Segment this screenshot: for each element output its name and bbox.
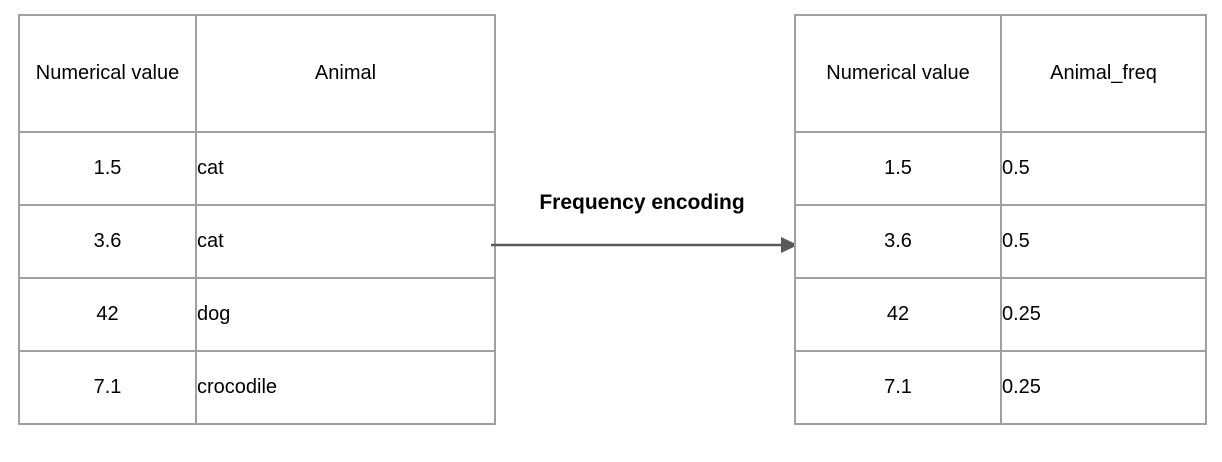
cell-animal: dog [195, 277, 496, 352]
cell-numerical-value: 1.5 [18, 131, 197, 206]
cell-numerical-value: 42 [794, 277, 1002, 352]
arrow-label: Frequency encoding [539, 191, 745, 214]
cell-animal-freq: 0.5 [1000, 204, 1207, 279]
cell-numerical-value: 42 [18, 277, 197, 352]
cell-numerical-value: 3.6 [794, 204, 1002, 279]
column-header-numerical-value: Numerical value [18, 14, 197, 133]
table-row: 7.1 0.25 [794, 350, 1207, 425]
table-row: 3.6 0.5 [794, 204, 1207, 279]
cell-animal-freq: 0.5 [1000, 131, 1207, 206]
table-row: 3.6 cat [18, 204, 496, 279]
arrow-right-icon [491, 237, 798, 253]
source-table: Numerical value Animal 1.5 cat 3.6 cat 4… [18, 14, 496, 425]
table-row: 1.5 0.5 [794, 131, 1207, 206]
cell-animal-freq: 0.25 [1000, 277, 1207, 352]
cell-animal-freq: 0.25 [1000, 350, 1207, 425]
encoded-table: Numerical value Animal_freq 1.5 0.5 3.6 … [794, 14, 1207, 425]
table-row: 42 dog [18, 277, 496, 352]
cell-numerical-value: 7.1 [18, 350, 197, 425]
column-header-numerical-value: Numerical value [794, 14, 1002, 133]
table-row: 42 0.25 [794, 277, 1207, 352]
table-row: 1.5 cat [18, 131, 496, 206]
cell-numerical-value: 1.5 [794, 131, 1002, 206]
cell-numerical-value: 7.1 [794, 350, 1002, 425]
cell-animal: cat [195, 204, 496, 279]
transformation-arrow-group: Frequency encoding [486, 190, 798, 265]
column-header-animal-freq: Animal_freq [1000, 14, 1207, 133]
table-header-row: Numerical value Animal_freq [794, 14, 1207, 133]
cell-animal: crocodile [195, 350, 496, 425]
cell-numerical-value: 3.6 [18, 204, 197, 279]
cell-animal: cat [195, 131, 496, 206]
table-header-row: Numerical value Animal [18, 14, 496, 133]
table-row: 7.1 crocodile [18, 350, 496, 425]
column-header-animal: Animal [195, 14, 496, 133]
